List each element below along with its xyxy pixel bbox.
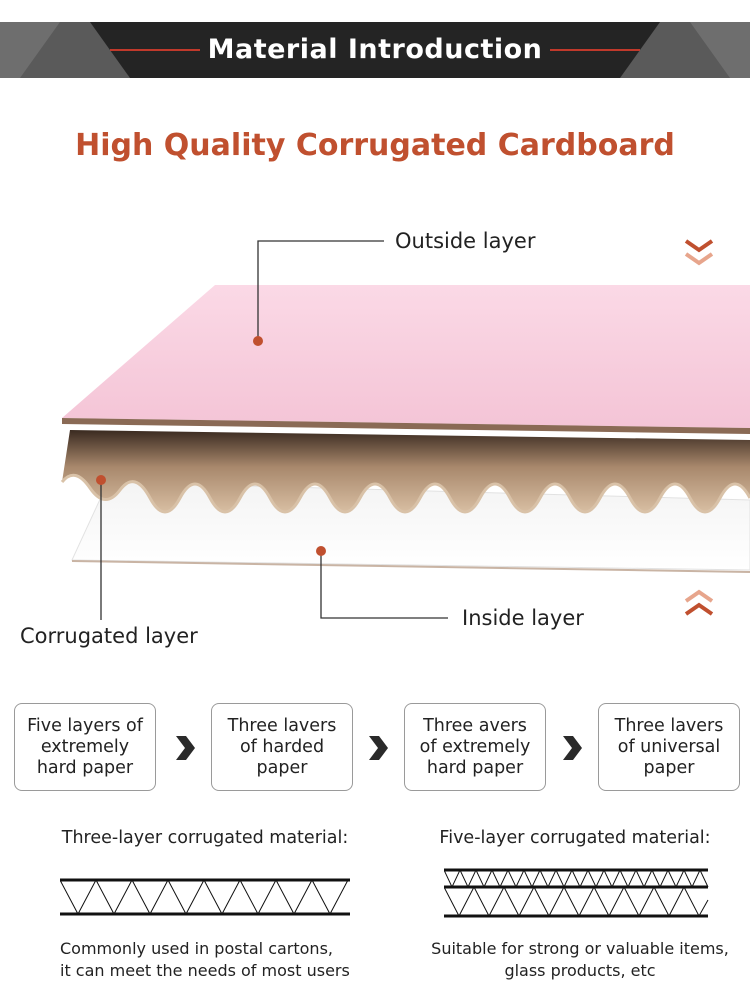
banner-corner-right-decoration: [620, 22, 750, 78]
chevron-down-icon: [684, 239, 714, 266]
outside-layer-callout: [253, 240, 384, 346]
three-layer-structure-diagram: [60, 878, 350, 916]
outside-layer-label: Outside layer: [395, 229, 536, 253]
page-headline: High Quality Corrugated Cardboard: [75, 128, 675, 163]
three-layer-title: Three-layer corrugated material:: [61, 828, 349, 848]
corrugated-layer-sheet: [60, 430, 750, 514]
flow-step-3: Three avers of extremely hard paper: [404, 703, 546, 791]
corrugated-layer-label: Corrugated layer: [20, 624, 198, 648]
five-layer-structure-diagram: [444, 868, 709, 918]
inside-layer-callout: [316, 546, 448, 619]
flow-step-1: Five layers of extremely hard paper: [14, 703, 156, 791]
banner-line-left: [110, 49, 200, 51]
cardboard-layers-illustration: [60, 239, 750, 620]
five-layer-caption: Suitable for strong or valuable items, g…: [431, 939, 729, 980]
banner-title: Material Introduction: [207, 34, 543, 65]
five-layer-title: Five-layer corrugated material:: [439, 828, 711, 848]
flow-step-4: Three lavers of universal paper: [598, 703, 740, 791]
banner-line-right: [550, 49, 640, 51]
flow-step-2: Three lavers of harded paper: [211, 703, 353, 791]
chevron-right-icon: [369, 736, 388, 760]
chevron-right-icon: [176, 736, 195, 760]
inside-layer-label: Inside layer: [462, 606, 584, 630]
section-banner: Material Introduction: [0, 22, 750, 78]
chevron-up-icon: [684, 589, 714, 616]
corrugated-layer-callout: [96, 475, 106, 620]
chevron-right-icon: [563, 736, 582, 760]
three-layer-caption: Commonly used in postal cartons, it can …: [60, 939, 350, 980]
banner-corner-left-decoration: [0, 22, 130, 78]
outside-layer-sheet: [62, 285, 750, 434]
